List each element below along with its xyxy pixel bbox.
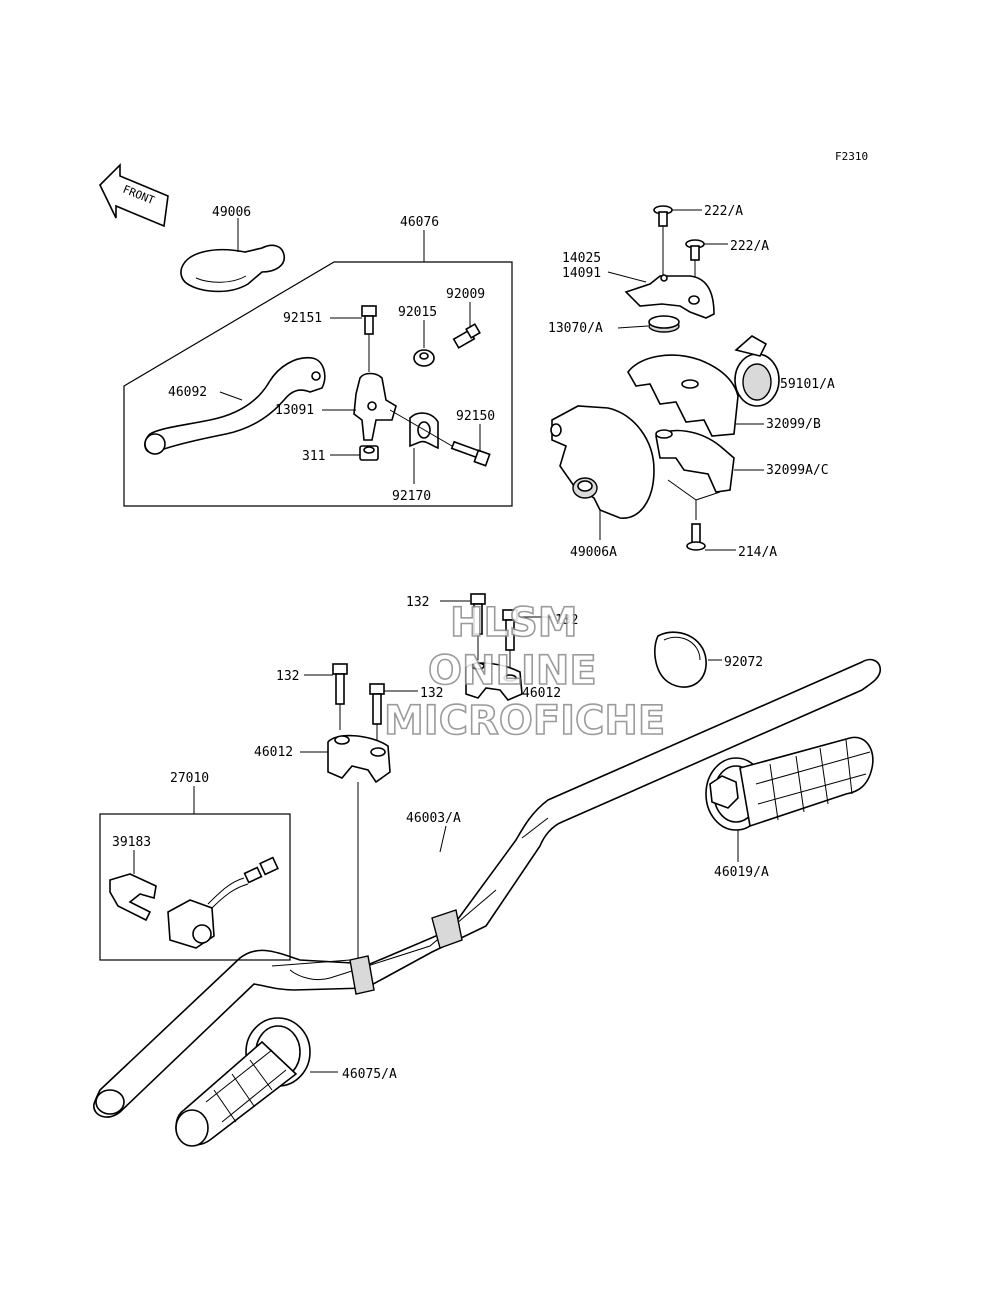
nut-92015-part bbox=[413, 349, 435, 367]
label-14025: 14025 bbox=[562, 251, 601, 266]
bolt-132-c-part bbox=[332, 663, 348, 705]
screw-222a-1-part bbox=[653, 205, 673, 227]
screw-214a-part bbox=[686, 523, 706, 551]
label-92151: 92151 bbox=[283, 311, 322, 326]
label-222a-1: 222/A bbox=[704, 204, 743, 219]
label-132-b: 132 bbox=[555, 613, 578, 628]
label-92072: 92072 bbox=[724, 655, 763, 670]
label-46092: 46092 bbox=[168, 385, 207, 400]
label-32099b: 32099/B bbox=[766, 417, 821, 432]
watermark: HLSM ONLINE MICROFICHE bbox=[383, 599, 666, 745]
band-92072-part bbox=[654, 631, 707, 688]
label-311: 311 bbox=[302, 449, 325, 464]
label-27010: 27010 bbox=[170, 771, 209, 786]
kill-switch-part bbox=[167, 856, 279, 949]
label-92170: 92170 bbox=[392, 489, 431, 504]
assembly-box-46076 bbox=[123, 261, 513, 507]
label-59101a: 59101/A bbox=[780, 377, 835, 392]
clamp-39183-part bbox=[109, 873, 157, 922]
label-222a-2: 222/A bbox=[730, 239, 769, 254]
throttle-cover-part bbox=[624, 274, 715, 319]
throttle-pulley-part bbox=[734, 335, 780, 407]
label-92009: 92009 bbox=[446, 287, 485, 302]
nut-311-part bbox=[359, 445, 379, 461]
assembly-box-27010 bbox=[99, 813, 291, 961]
screw-222a-2-part bbox=[685, 239, 705, 261]
grip-right-part bbox=[705, 736, 874, 831]
grip-left-part bbox=[175, 1017, 311, 1147]
label-46019a: 46019/A bbox=[714, 865, 769, 880]
label-32099ac: 32099A/C bbox=[766, 463, 829, 478]
clamp-46012-a-part bbox=[327, 734, 391, 784]
lever-holder-part bbox=[353, 372, 397, 441]
label-14091: 14091 bbox=[562, 266, 601, 281]
label-46076: 46076 bbox=[400, 215, 439, 230]
washer-13070a-part bbox=[648, 315, 680, 333]
label-49006: 49006 bbox=[212, 205, 251, 220]
label-92015: 92015 bbox=[398, 305, 437, 320]
label-49006a: 49006A bbox=[570, 545, 617, 560]
clamp-46012-b-part bbox=[465, 662, 523, 701]
bolt-92151-part bbox=[361, 305, 377, 335]
label-46012-a: 46012 bbox=[254, 745, 293, 760]
label-92150: 92150 bbox=[456, 409, 495, 424]
figure-code: F2310 bbox=[835, 150, 868, 163]
label-132-a: 132 bbox=[406, 595, 429, 610]
housing-lower-part bbox=[655, 429, 735, 493]
label-13091: 13091 bbox=[275, 403, 314, 418]
bolt-132-d-part bbox=[369, 683, 385, 725]
label-39183: 39183 bbox=[112, 835, 151, 850]
adjuster-92009-part bbox=[452, 323, 481, 349]
switch-housing-part bbox=[550, 405, 655, 519]
front-arrow-icon: FRONT bbox=[99, 163, 169, 228]
clutch-lever-part bbox=[144, 357, 326, 455]
label-132-d: 132 bbox=[420, 686, 443, 701]
watermark-line-2: ONLINE bbox=[428, 648, 597, 694]
label-46012-b: 46012 bbox=[522, 686, 561, 701]
label-13070a: 13070/A bbox=[548, 321, 603, 336]
watermark-line-1: HLSM bbox=[450, 600, 578, 646]
label-132-c: 132 bbox=[276, 669, 299, 684]
label-46003a: 46003/A bbox=[406, 811, 461, 826]
lever-cover-part bbox=[180, 218, 286, 293]
clamp-92170-part bbox=[409, 412, 439, 450]
label-46075a: 46075/A bbox=[342, 1067, 397, 1082]
watermark-line-3: MICROFICHE bbox=[384, 698, 665, 744]
bolt-92150-part bbox=[450, 440, 491, 467]
label-214a: 214/A bbox=[738, 545, 777, 560]
housing-upper-part bbox=[627, 354, 739, 437]
handlebar-part bbox=[93, 658, 882, 1118]
